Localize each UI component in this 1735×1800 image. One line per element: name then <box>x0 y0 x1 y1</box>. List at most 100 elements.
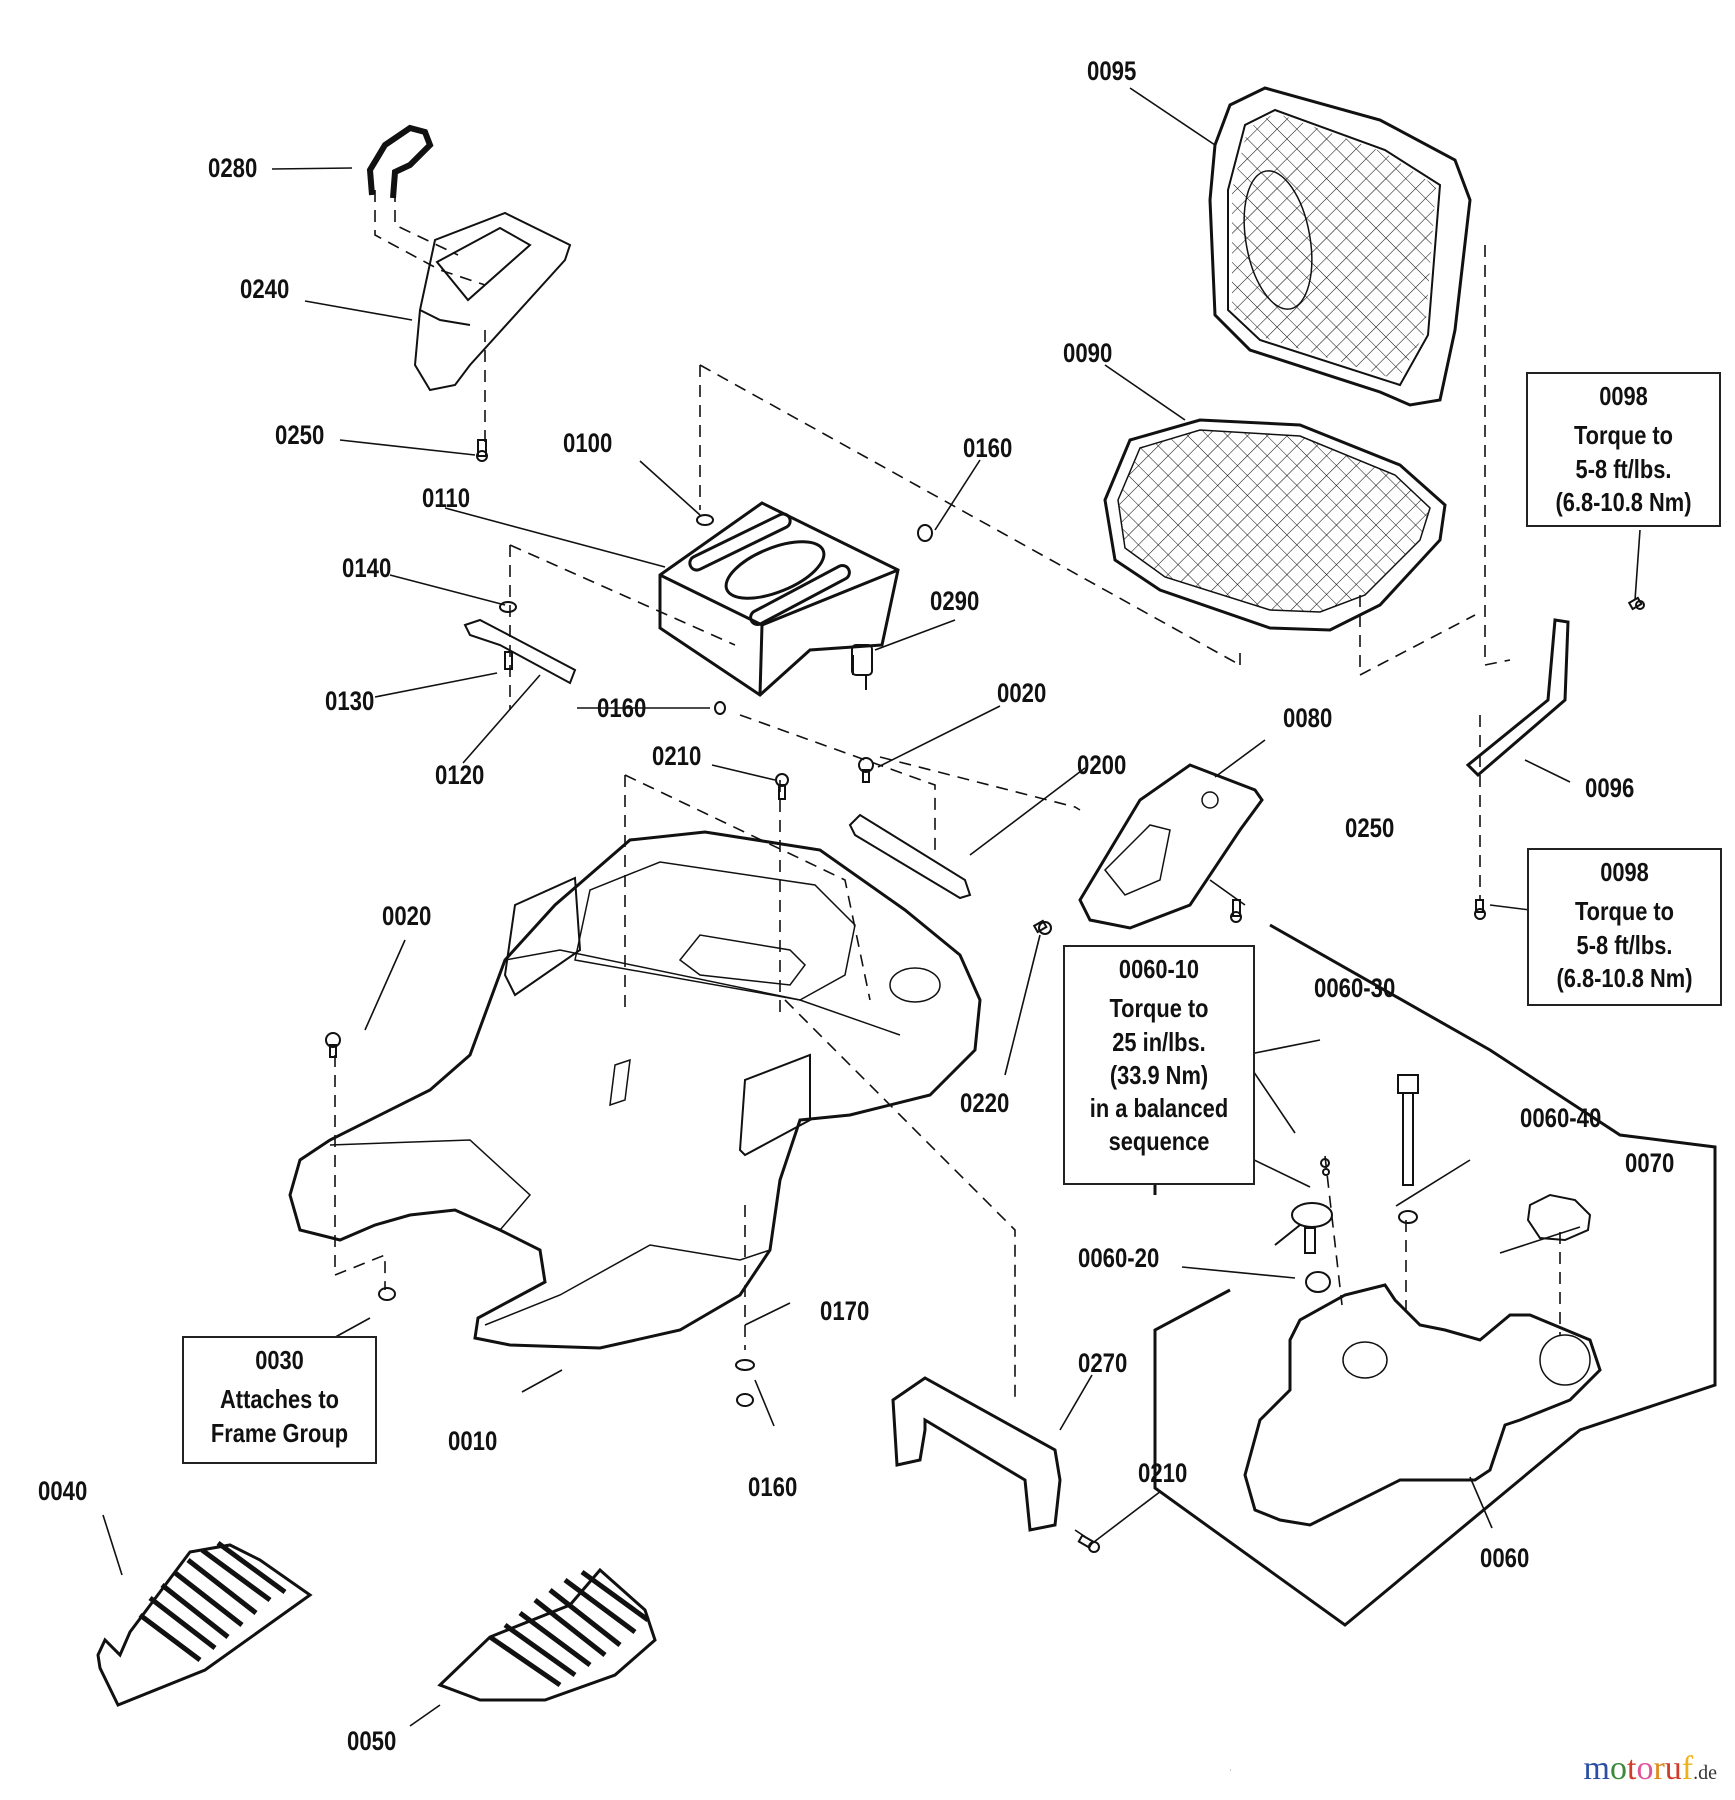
callout-0130: 0130 <box>325 686 375 716</box>
watermark-logo: motoruf.de <box>1584 1750 1717 1788</box>
seat-back-mesh <box>1232 113 1436 380</box>
callout-0060-20: 0060-20 <box>1078 1243 1160 1273</box>
part-0160-nut-c <box>736 1393 754 1407</box>
callout-0210: 0210 <box>1138 1458 1188 1488</box>
callout-0200: 0200 <box>1077 750 1127 780</box>
assembly-dashed-lines <box>334 190 1561 1541</box>
callout-0290: 0290 <box>930 586 980 616</box>
watermark-suffix: .de <box>1693 1762 1717 1784</box>
callout-0220: 0220 <box>960 1088 1010 1118</box>
watermark-letter: f <box>1681 1750 1694 1787</box>
note-line: 5-8 ft/lbs. <box>1575 453 1672 484</box>
note-line: sequence <box>1108 1126 1210 1157</box>
callout-0100: 0100 <box>563 428 613 458</box>
watermark-letter: o <box>1610 1750 1627 1787</box>
part-0090-seat-cushion <box>1103 418 1447 632</box>
note-line: 0098 <box>1599 381 1648 411</box>
part-0060-40-grommet <box>1398 1210 1418 1224</box>
part-0250-screw-b <box>1230 899 1242 923</box>
part-0098-screw-b <box>1474 899 1486 920</box>
note-line: 0098 <box>1600 857 1649 887</box>
note-0030: 0030 Attaches to Frame Group <box>182 1336 377 1464</box>
note-0060-10: 0060-10 Torque to 25 in/lbs. (33.9 Nm) i… <box>1063 945 1255 1185</box>
part-0070-fuel-cap <box>1526 1193 1592 1242</box>
part-0100-washer <box>696 514 714 526</box>
part-0040-footrest <box>96 1540 313 1707</box>
note-line: 5-8 ft/lbs. <box>1576 929 1673 960</box>
part-0130-screw <box>504 651 513 670</box>
callout-0080: 0080 <box>1283 703 1333 733</box>
note-line: Torque to <box>1573 420 1674 451</box>
part-0098-screw-a <box>1627 596 1645 611</box>
callout-0040: 0040 <box>38 1476 88 1506</box>
watermark-letter: o <box>1636 1750 1654 1787</box>
callout-0110: 0110 <box>422 483 471 513</box>
part-0270-bracket <box>891 1376 1062 1532</box>
callout-0240: 0240 <box>240 274 290 304</box>
callout-0210: 0210 <box>652 741 702 771</box>
watermark-letter: u <box>1664 1750 1682 1787</box>
note-line: (33.9 Nm) <box>1109 1059 1209 1090</box>
note-line: (6.8-10.8 Nm) <box>1555 486 1692 517</box>
callout-0170: 0170 <box>820 1296 870 1326</box>
callout-0020: 0020 <box>997 678 1047 708</box>
part-0210-bolt-b <box>1077 1534 1100 1553</box>
part-0060-10-screw <box>1320 1158 1330 1176</box>
part-0120-strap <box>463 618 577 685</box>
part-0160-nut-a <box>917 524 933 542</box>
part-0010-body <box>288 830 982 1350</box>
callout-0250: 0250 <box>1345 813 1395 843</box>
note-line: 0030 <box>255 1345 304 1375</box>
part-0060-30-pickup-tube <box>1397 1074 1419 1186</box>
part-0020-pin-b <box>325 1032 341 1058</box>
callout-0070: 0070 <box>1625 1148 1675 1178</box>
callout-0096: 0096 <box>1585 773 1635 803</box>
part-0200-hinge-bar <box>848 813 972 900</box>
part-0280-handle <box>366 124 434 199</box>
callout-0090: 0090 <box>1063 338 1113 368</box>
part-0080-console <box>1078 763 1264 930</box>
tank-group-frame <box>1153 923 1717 1627</box>
part-0250-screw-a <box>476 439 488 462</box>
callout-0280: 0280 <box>208 153 258 183</box>
callout-0160: 0160 <box>963 433 1013 463</box>
part-0050-footrest <box>437 1567 657 1702</box>
note-line: 0060-10 <box>1118 954 1200 984</box>
leader-lines <box>102 87 1641 1727</box>
callout-0250: 0250 <box>275 420 325 450</box>
callout-0060-40: 0060-40 <box>1520 1103 1602 1133</box>
part-0160-nut-b <box>714 701 726 715</box>
callout-0050: 0050 <box>347 1726 397 1756</box>
part-0030-nut <box>378 1287 396 1301</box>
part-0140-washer <box>499 601 517 613</box>
note-line: Torque to <box>1574 896 1675 927</box>
part-0240-tray <box>413 211 572 392</box>
callout-0160: 0160 <box>597 693 647 723</box>
watermark-letter: t <box>1627 1750 1637 1787</box>
note-line: Torque to <box>1109 993 1209 1024</box>
part-0020-pin-a <box>858 757 874 783</box>
watermark-letter: r <box>1653 1750 1665 1787</box>
part-0060-20-sender <box>1274 1202 1333 1293</box>
callout-0160: 0160 <box>748 1472 798 1502</box>
part-0290-bumper <box>851 644 873 690</box>
note-0098-bottom: 0098 Torque to 5-8 ft/lbs. (6.8-10.8 Nm) <box>1527 848 1722 1006</box>
note-line: 25 in/lbs. <box>1112 1026 1206 1057</box>
callout-0010: 0010 <box>448 1426 498 1456</box>
callout-0060: 0060 <box>1480 1543 1530 1573</box>
callout-0060-30: 0060-30 <box>1314 973 1396 1003</box>
part-0220-bolt <box>1032 919 1052 935</box>
part-0170-washer <box>735 1359 755 1371</box>
callout-0120: 0120 <box>435 760 485 790</box>
watermark-letters: motoruf <box>1584 1750 1694 1787</box>
callout-0095: 0095 <box>1087 56 1137 86</box>
seat-cushion-mesh <box>1117 429 1431 613</box>
part-0210-bolt-a <box>775 773 789 800</box>
part-0110-bracket <box>658 501 900 697</box>
watermark-letter: m <box>1583 1750 1610 1787</box>
note-line: in a balanced <box>1089 1093 1229 1124</box>
callout-0270: 0270 <box>1078 1348 1128 1378</box>
callout-0140: 0140 <box>342 553 392 583</box>
